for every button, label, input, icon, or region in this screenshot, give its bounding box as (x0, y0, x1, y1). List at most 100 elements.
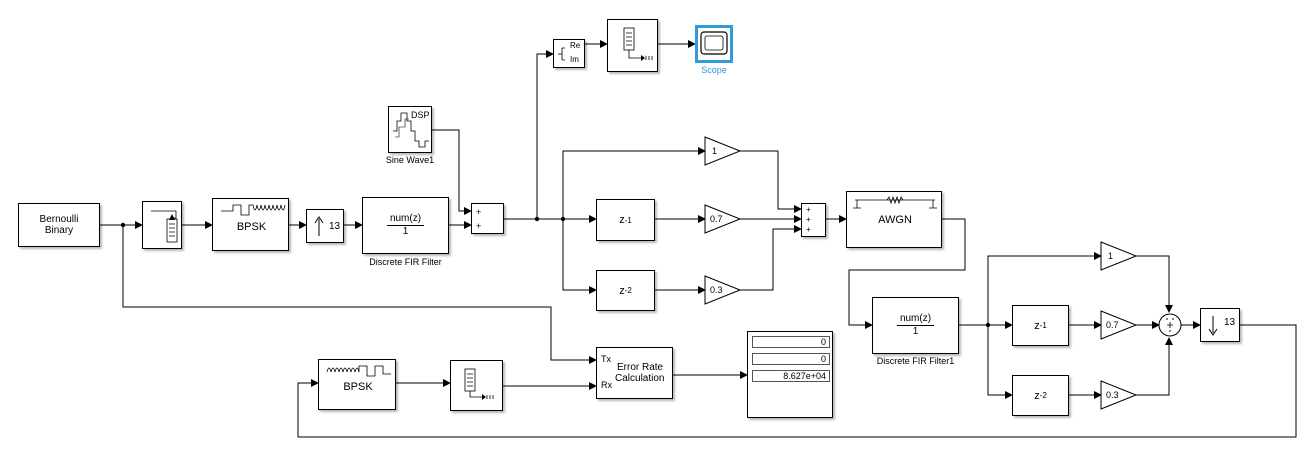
rx-gain-07-value: 0.7 (1106, 320, 1119, 330)
gain-07-value: 0.7 (710, 214, 723, 224)
sum-block[interactable]: + + (471, 203, 504, 234)
sine-caption: Sine Wave1 (385, 155, 435, 165)
wire-to-gain1 (562, 147, 706, 219)
rx-unbuffer-icon (464, 368, 494, 400)
sine-wave-block[interactable]: DSP (388, 106, 432, 153)
re-label: Re (570, 41, 581, 50)
tx-port-label: Tx (601, 354, 611, 364)
err-title-line1: Error Rate (617, 362, 664, 373)
unbuffer-icon (623, 27, 653, 61)
wire-to-rdelay2 (987, 325, 1013, 399)
fir1-denominator: 1 (912, 326, 919, 337)
fir-numerator: num(z) (386, 213, 425, 226)
sum-in1-sign: + (476, 207, 482, 217)
gain-1-block[interactable] (704, 136, 742, 166)
scope-caption: Scope (701, 65, 727, 75)
scope-block[interactable] (695, 25, 733, 63)
rx-delay-z1-block[interactable]: z-1 (1012, 305, 1069, 346)
delay-z1-block[interactable]: z-1 (596, 199, 655, 241)
bpsk-demodulator-block[interactable]: BPSK (318, 359, 396, 410)
display-block[interactable]: 0 0 8.627e+04 (747, 331, 833, 418)
discrete-fir-filter-block[interactable]: num(z) 1 (362, 197, 449, 254)
error-rate-calculation-block[interactable]: Tx Rx Error Rate Calculation (596, 347, 673, 399)
gain-1-value: 1 (712, 146, 718, 156)
fir1-transfer-fraction: num(z) 1 (896, 313, 935, 338)
csum-in1-sign: + (806, 205, 811, 214)
delay-z2-block[interactable]: z-2 (596, 270, 655, 311)
delay-z2-base: z (619, 284, 625, 297)
modulated-wave-icon (221, 204, 286, 216)
rx-gain-03-value: 0.3 (1106, 390, 1119, 400)
buffer-icon (151, 210, 178, 243)
down-arrow-icon (1208, 316, 1218, 336)
channel-icon (853, 195, 937, 209)
gain-03-block[interactable] (704, 275, 742, 305)
complex-to-real-imag-block[interactable]: Re Im (553, 39, 585, 68)
rx-unbuffer-block[interactable] (450, 360, 503, 411)
wire-gain03-sum (740, 225, 802, 291)
wire-to-delay2 (562, 219, 597, 294)
buffer-block[interactable] (142, 201, 182, 249)
fir-caption: Discrete FIR Filter (369, 257, 442, 267)
upsample-block[interactable]: 13 (306, 209, 344, 243)
rx-port-label: Rx (601, 380, 612, 390)
scope-icon (700, 31, 728, 55)
wire-sine-sum (432, 129, 472, 215)
channel-sum-block[interactable]: + + + (801, 203, 826, 237)
wire-to-reim (536, 50, 554, 219)
up-arrow-icon (314, 216, 324, 236)
sine-wave-icon (393, 112, 429, 148)
csum-in2-sign: + (806, 215, 811, 224)
demod-wave-icon (326, 365, 391, 377)
gain-03-value: 0.3 (710, 285, 723, 295)
wire-tx-tap (122, 225, 597, 364)
fir1-numerator: num(z) (896, 313, 935, 326)
wire-down-feedback (297, 324, 1297, 438)
unbuffer-block[interactable] (607, 19, 658, 72)
delay-z2-exp: -2 (624, 286, 632, 295)
upsample-factor: 13 (329, 221, 341, 232)
sum-in2-sign: + (476, 221, 482, 231)
branch-points (120, 216, 991, 328)
rx-gain-1-value: 1 (1108, 251, 1114, 261)
wire-awgn-fir2 (848, 218, 966, 329)
bernoulli-line1: Bernoulli (39, 214, 79, 225)
gain-07-block[interactable] (704, 204, 742, 234)
sine-dsp-text: DSP (411, 110, 430, 120)
downsample-block[interactable]: 13 (1200, 308, 1240, 342)
bernoulli-binary-block[interactable]: Bernoulli Binary (18, 203, 100, 247)
csum-in3-sign: + (806, 225, 811, 234)
wire-gain1-sum (740, 150, 802, 213)
fir1-caption: Discrete FIR Filter1 (876, 356, 955, 366)
wire-rgain1-sum (1136, 255, 1173, 313)
fir-denominator: 1 (402, 226, 409, 237)
rx-delay-z2-base: z (1034, 389, 1040, 402)
rx-delay-z1-base: z (1034, 319, 1040, 332)
bpsk-mod-label: BPSK (236, 221, 267, 233)
delay-z1-exp: -1 (624, 215, 632, 225)
delay-z1-base: z (619, 214, 625, 226)
rx-delay-z2-block[interactable]: z-2 (1012, 375, 1069, 416)
fir-transfer-fraction: num(z) 1 (386, 213, 425, 238)
display-value-3: 8.627e+04 (752, 370, 830, 382)
rx-delay-z2-exp: -2 (1039, 391, 1047, 400)
rx-round-sum-block[interactable] (1157, 312, 1183, 338)
rx-gain-03-block[interactable] (1100, 380, 1138, 410)
display-value-2: 0 (752, 353, 830, 365)
rx-gain-07-block[interactable] (1100, 310, 1138, 340)
rx-delay-z1-exp: -1 (1039, 321, 1047, 330)
bpsk-modulator-block[interactable]: BPSK (212, 198, 289, 251)
bpsk-demod-label: BPSK (343, 381, 373, 393)
awgn-channel-block[interactable]: AWGN (846, 191, 942, 248)
discrete-fir-filter1-block[interactable]: num(z) 1 (872, 297, 959, 354)
wire-to-rgain1 (987, 252, 1102, 325)
display-value-1: 0 (752, 336, 830, 348)
split-icon (558, 47, 565, 61)
downsample-factor: 13 (1224, 317, 1236, 328)
awgn-label: AWGN (878, 214, 912, 226)
wire-rgain03-sum (1136, 337, 1173, 396)
bernoulli-line2: Binary (44, 225, 74, 236)
rx-gain-1-block[interactable] (1100, 241, 1138, 271)
